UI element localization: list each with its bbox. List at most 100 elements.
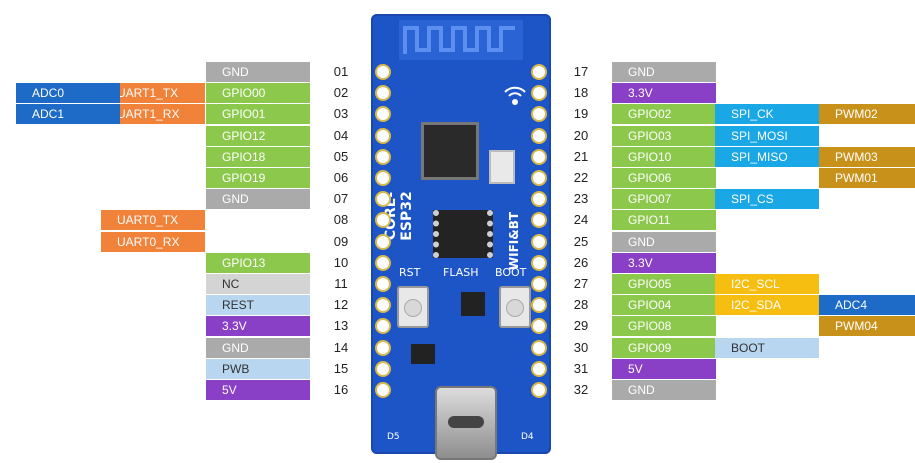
boot-button[interactable]: [499, 286, 531, 328]
pin-label-spi: SPI_CK: [715, 104, 819, 125]
pin-number-19: 19: [573, 106, 589, 122]
rst-label: RST: [399, 266, 421, 279]
header-hole: [533, 235, 545, 248]
pin-number-17: 17: [573, 64, 589, 79]
header-hole: [533, 278, 545, 290]
esp32-chip: [421, 122, 479, 180]
pin-number-27: 27: [573, 276, 589, 291]
header-hole: [377, 384, 389, 396]
usb-c-connector: [435, 386, 497, 460]
pin-label-i2c: I2C_SDA: [715, 295, 819, 316]
pin-number-22: 22: [573, 170, 589, 185]
pin-number-21: 21: [573, 148, 589, 164]
pin-number-13: 13: [333, 318, 349, 334]
header-hole: [377, 193, 389, 206]
pin-label-gnd: GND: [206, 189, 310, 210]
pin-number-16: 16: [333, 382, 349, 397]
power-ic: [411, 344, 435, 364]
flash-chip: [433, 210, 493, 258]
pin-label-sys: REST: [206, 295, 310, 316]
flash-label: FLASH: [443, 266, 479, 279]
pin-label-uart: UART0_RX: [101, 231, 205, 252]
pin-label-gpio: GPIO10: [612, 146, 716, 167]
header-hole: [533, 66, 545, 78]
pin-label-spi: SPI_MOSI: [715, 125, 819, 146]
crystal: [489, 150, 515, 184]
boot-label: BOOT: [495, 266, 527, 279]
pin-number-26: 26: [573, 254, 589, 270]
pin-number-18: 18: [573, 85, 589, 101]
pin-number-14: 14: [333, 339, 349, 355]
led-d4-label: D4: [521, 432, 534, 442]
wifi-icon: [504, 86, 526, 105]
pin-label-gpio: GPIO19: [206, 168, 310, 188]
pin-label-power: 5V: [206, 380, 310, 400]
rst-button[interactable]: [397, 286, 429, 328]
header-hole: [533, 108, 545, 121]
pin-label-gpio: GPIO01: [206, 104, 310, 125]
pin-label-gpio: GPIO18: [206, 146, 310, 167]
pin-label-power: 5V: [612, 358, 716, 379]
pin-label-uart: UART0_TX: [101, 210, 205, 231]
pin-number-28: 28: [573, 297, 589, 313]
pin-number-31: 31: [573, 360, 589, 376]
header-hole: [377, 341, 389, 354]
pin-number-10: 10: [333, 254, 349, 270]
pin-number-29: 29: [573, 318, 589, 334]
pin-label-pwm: PWM01: [819, 168, 915, 188]
pin-label-gnd: GND: [612, 231, 716, 252]
pin-label-i2c: I2C_SCL: [715, 274, 819, 294]
header-hole: [377, 278, 389, 290]
header-hole: [377, 172, 389, 184]
pin-label-sys: BOOT: [715, 337, 819, 358]
header-hole: [533, 320, 545, 333]
header-hole: [377, 66, 389, 78]
pin-number-15: 15: [333, 360, 349, 376]
header-hole: [533, 172, 545, 184]
header-hole: [377, 256, 389, 269]
pin-label-uart: UART1_TX: [101, 83, 205, 104]
pin-label-spi: SPI_MISO: [715, 146, 819, 167]
pin-label-gpio: GPIO00: [206, 83, 310, 104]
pin-label-sys: PWB: [206, 358, 310, 379]
pin-number-07: 07: [333, 191, 349, 207]
pin-label-spi: SPI_CS: [715, 189, 819, 210]
pin-label-uart: UART1_RX: [101, 104, 205, 125]
header-hole: [533, 299, 545, 312]
pin-label-gpio: GPIO12: [206, 125, 310, 146]
pin-label-gpio: GPIO04: [612, 295, 716, 316]
pin-label-gpio: GPIO09: [612, 337, 716, 358]
header-hole: [533, 214, 545, 227]
header-hole: [533, 362, 545, 375]
pin-label-power: 3.3V: [206, 316, 310, 337]
pin-number-02: 02: [333, 85, 349, 101]
pin-label-adc: ADC1: [16, 104, 120, 125]
pin-number-25: 25: [573, 233, 589, 249]
header-hole: [533, 193, 545, 206]
pin-label-power: 3.3V: [612, 252, 716, 273]
header-hole: [377, 108, 389, 121]
header-hole: [377, 320, 389, 333]
header-hole: [533, 150, 545, 163]
pin-number-05: 05: [333, 148, 349, 164]
header-hole: [377, 299, 389, 312]
pin-number-03: 03: [333, 106, 349, 122]
header-hole: [377, 362, 389, 375]
pin-label-gpio: GPIO11: [612, 210, 716, 231]
pin-number-12: 12: [333, 297, 349, 313]
pin-label-gnd: GND: [612, 380, 716, 400]
pin-label-power: 3.3V: [612, 83, 716, 104]
header-hole: [377, 235, 389, 248]
regulator-chip: [461, 292, 485, 316]
pin-number-23: 23: [573, 191, 589, 207]
pin-label-nc: NC: [206, 274, 310, 294]
header-hole: [533, 341, 545, 354]
pin-label-gpio: GPIO03: [612, 125, 716, 146]
pin-label-pwm: PWM04: [819, 316, 915, 337]
pin-label-gnd: GND: [206, 337, 310, 358]
header-hole: [533, 384, 545, 396]
pin-number-32: 32: [573, 382, 589, 397]
pin-label-gpio: GPIO13: [206, 252, 310, 273]
pcb-antenna: [399, 20, 523, 60]
pin-label-gpio: GPIO07: [612, 189, 716, 210]
